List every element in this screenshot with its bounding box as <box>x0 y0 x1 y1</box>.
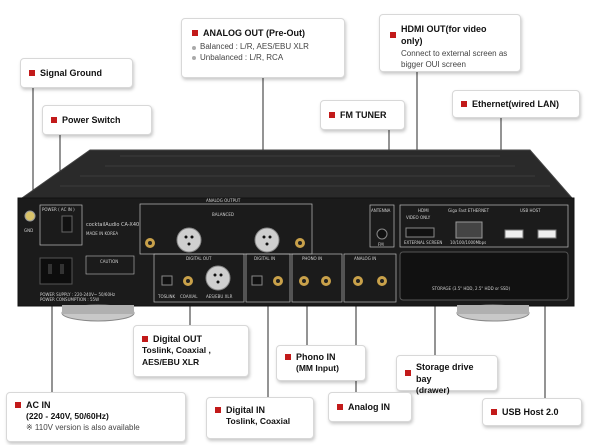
svg-text:PHONO IN: PHONO IN <box>302 256 322 261</box>
bullet-icon <box>192 30 198 37</box>
callout-storage: Storage drive bay (drawer) <box>396 355 498 395</box>
svg-text:POWER ( AC IN ): POWER ( AC IN ) <box>42 207 75 212</box>
dot-icon <box>192 45 196 50</box>
svg-text:BALANCED: BALANCED <box>212 212 234 217</box>
callout-digital-out: Digital OUT Toslink, Coaxial , AES/EBU X… <box>133 325 249 377</box>
svg-text:STORAGE (3.5" HDD, 2.5" HDD or: STORAGE (3.5" HDD, 2.5" HDD or SSD) <box>432 286 510 291</box>
svg-text:Giga Fast ETHERNET: Giga Fast ETHERNET <box>448 208 490 213</box>
iec-socket <box>39 257 73 285</box>
ground-screw <box>24 210 36 222</box>
svg-text:DIGITAL IN: DIGITAL IN <box>254 256 275 261</box>
callout-usb-host: USB Host 2.0 <box>482 398 582 426</box>
svg-text:GND: GND <box>24 228 33 233</box>
dot-icon <box>192 56 196 61</box>
callout-digital-in: Digital IN Toslink, Coaxial <box>206 397 314 439</box>
svg-text:DIGITAL OUT: DIGITAL OUT <box>186 256 212 261</box>
bullet-icon <box>390 32 396 39</box>
callout-analog-out: ANALOG OUT (Pre-Out) Balanced : L/R, AES… <box>181 18 345 78</box>
callout-ethernet: Ethernet(wired LAN) <box>452 90 580 118</box>
svg-text:COAXIAL: COAXIAL <box>180 294 198 299</box>
svg-text:ANALOG OUTPUT: ANALOG OUTPUT <box>206 198 241 203</box>
svg-text:ANALOG IN: ANALOG IN <box>354 256 376 261</box>
svg-text:AES/EBU XLR: AES/EBU XLR <box>206 294 233 299</box>
svg-text:HDMI: HDMI <box>418 208 429 213</box>
callout-signal-ground: Signal Ground <box>20 58 133 88</box>
svg-text:cocktailAudio CA-X40: cocktailAudio CA-X40 <box>86 222 139 228</box>
bullet-icon <box>215 407 221 414</box>
callout-analog-in: Analog IN <box>328 392 412 422</box>
bullet-icon <box>461 101 467 108</box>
callout-fm-tuner: FM TUNER <box>320 100 405 130</box>
bullet-icon <box>405 370 411 377</box>
svg-text:POWER SUPPLY : 220-240V~ 50/60: POWER SUPPLY : 220-240V~ 50/60Hz <box>40 292 115 297</box>
svg-text:TOSLINK: TOSLINK <box>157 294 176 299</box>
svg-text:MADE IN KOREA: MADE IN KOREA <box>86 231 118 236</box>
callout-ac-in: AC IN (220 - 240V, 50/60Hz) ※ 110V versi… <box>6 392 186 442</box>
storage-bay-graphic <box>399 251 569 301</box>
callout-power-switch: Power Switch <box>42 105 152 135</box>
bullet-icon <box>329 112 335 119</box>
svg-text:FM: FM <box>378 242 384 247</box>
svg-text:POWER CONSUMPTION : 55W: POWER CONSUMPTION : 55W <box>40 297 99 302</box>
power-switch-graphic <box>61 215 73 233</box>
bullet-icon <box>491 409 497 416</box>
svg-text:ANTENNA: ANTENNA <box>371 208 391 213</box>
bullet-icon <box>142 336 148 343</box>
bullet-icon <box>29 70 35 77</box>
callout-phono-in: Phono IN (MM Input) <box>276 345 366 381</box>
svg-text:EXTERNAL SCREEN: EXTERNAL SCREEN <box>404 240 442 245</box>
bullet-icon <box>51 117 57 124</box>
bullet-icon <box>15 402 21 409</box>
bullet-icon <box>337 404 343 411</box>
callout-hdmi-out: HDMI OUT(for video only) Connect to exte… <box>379 14 521 72</box>
svg-text:USB HOST: USB HOST <box>520 208 541 213</box>
svg-text:VIDEO ONLY: VIDEO ONLY <box>406 215 431 220</box>
bullet-icon <box>285 354 291 361</box>
svg-text:10/100/1000Mbps: 10/100/1000Mbps <box>450 240 486 245</box>
svg-text:CAUTION: CAUTION <box>100 259 118 264</box>
